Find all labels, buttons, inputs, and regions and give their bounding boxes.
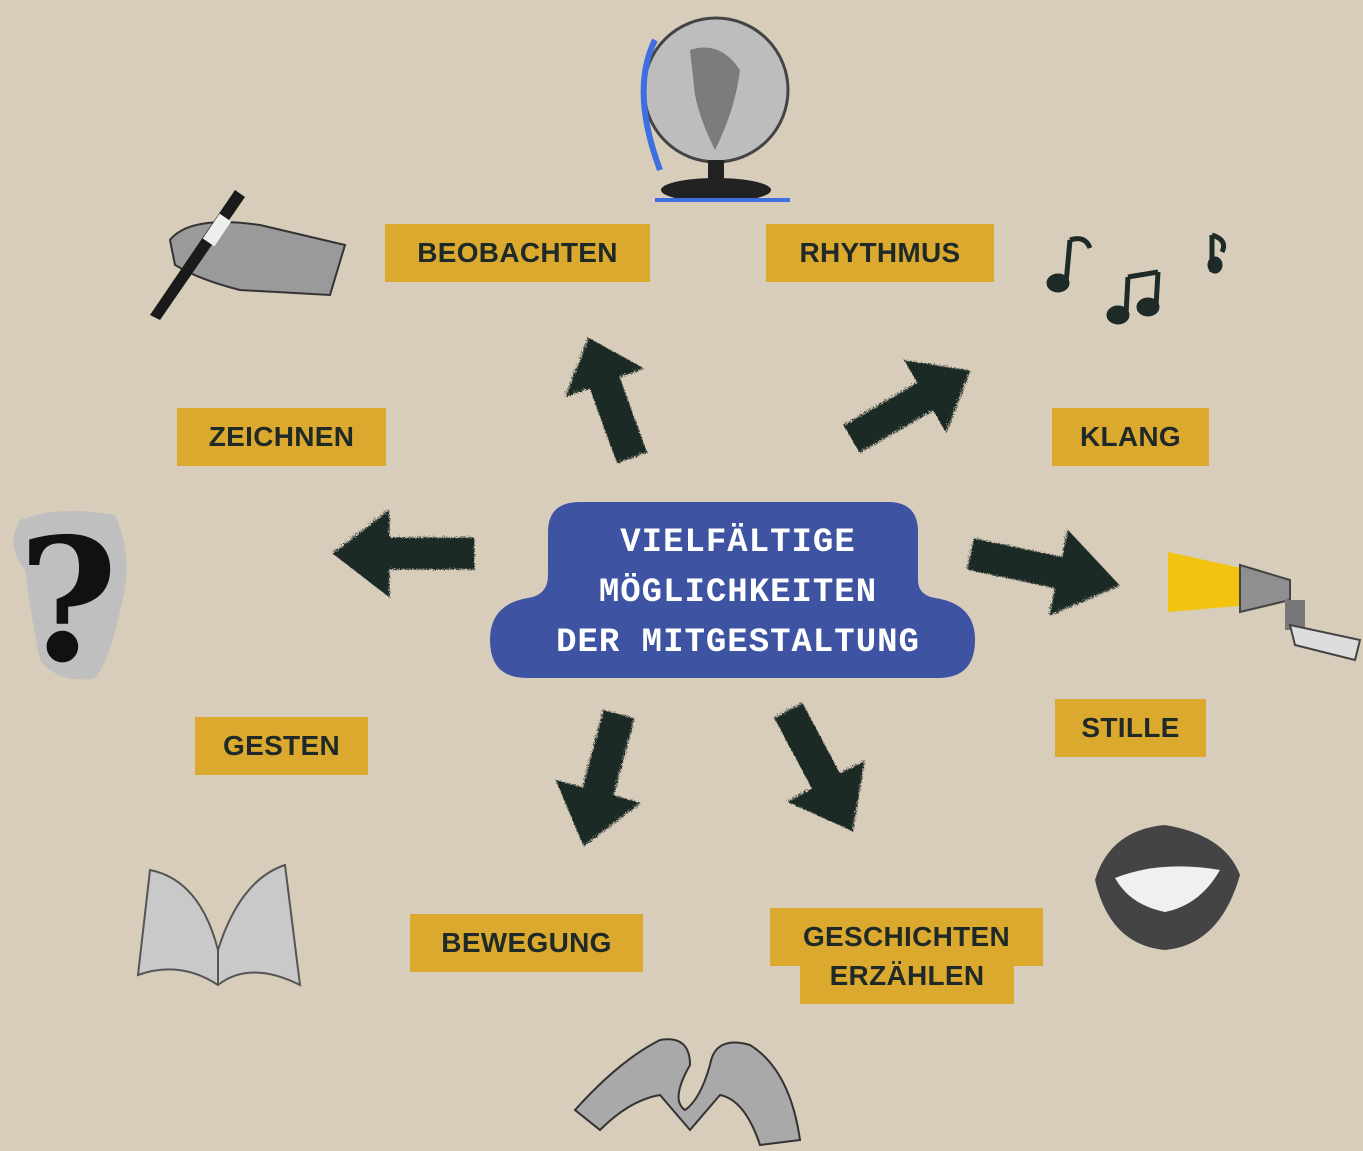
- arrow-left: [331, 508, 473, 596]
- label-rhythmus: RHYTHMUS: [766, 224, 994, 282]
- label-beobachten: BEOBACHTEN: [385, 224, 650, 282]
- label-gesten: GESTEN: [195, 717, 368, 775]
- question-mark-icon: ?: [13, 501, 127, 701]
- arrow-up-right: [842, 358, 969, 452]
- arrow-right: [965, 528, 1119, 615]
- heart-hands-icon: [573, 1038, 802, 1147]
- label-stille: STILLE: [1055, 699, 1206, 757]
- hand-with-marker-icon: [150, 190, 347, 320]
- center-title: VIELFÄLTIGE MÖGLICHKEITEN DER MITGESTALT…: [548, 518, 928, 668]
- label-klang: KLANG: [1052, 408, 1209, 466]
- svg-text:?: ?: [18, 501, 118, 701]
- label-bewegung: BEWEGUNG: [410, 914, 643, 972]
- lips-icon: [1095, 825, 1240, 950]
- open-book-icon: [136, 863, 302, 987]
- label-zeichnen: ZEICHNEN: [177, 408, 386, 466]
- center-title-line-2: MÖGLICHKEITEN: [598, 574, 878, 612]
- music-notes-icon: [1046, 232, 1227, 325]
- arrow-down-right: [772, 701, 864, 830]
- center-title-line-1: VIELFÄLTIGE: [620, 524, 856, 562]
- arrow-down-left: [554, 708, 640, 845]
- globe-icon: [640, 16, 790, 202]
- arrow-up-left: [563, 336, 646, 462]
- megaphone-icon: [1168, 552, 1362, 662]
- label-erzaehlen: ERZÄHLEN: [800, 948, 1014, 1004]
- center-title-line-3: DER MITGESTALTUNG: [556, 624, 920, 662]
